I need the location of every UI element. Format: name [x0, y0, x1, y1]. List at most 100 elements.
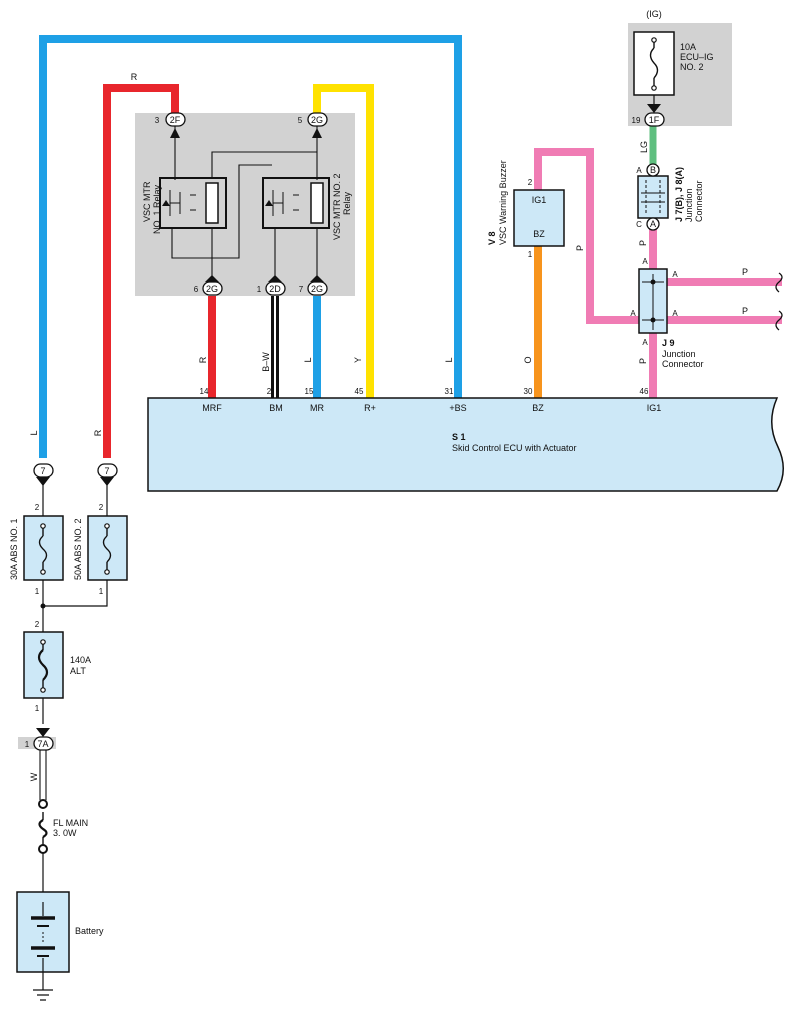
fl-main-label: FL MAIN	[53, 818, 88, 828]
buzzer-body	[513, 189, 565, 247]
pin-45: 45	[355, 387, 364, 396]
battery-label: Battery	[75, 926, 104, 936]
ecu-terminal-mr: MR	[310, 403, 324, 413]
ecu-ig-fuse-amps: 10A	[680, 42, 696, 52]
wire-pink-buzzer	[534, 148, 653, 324]
pin-15: 15	[305, 387, 314, 396]
connector-7a	[33, 736, 54, 751]
abs1-fuse-label: 30A ABS NO. 1	[9, 518, 19, 580]
pin-14: 14	[200, 387, 209, 396]
ecu-terminal-bm: BM	[269, 403, 283, 413]
pin-j9-a-bot: A	[642, 338, 648, 347]
relay-2-label-2: Relay	[342, 191, 352, 215]
pin-junction-c: C	[636, 220, 642, 229]
wire-label-lg: LG	[639, 141, 649, 153]
wire-blue-l-bs	[39, 35, 462, 458]
ecu-terminal-ig1: IG1	[647, 403, 662, 413]
wire-yellow-y	[313, 84, 374, 398]
pin-5: 5	[298, 116, 303, 125]
relay-2-body	[262, 177, 330, 229]
wire-label-left-r: R	[93, 429, 103, 436]
junction-78-line1: Junction	[684, 188, 694, 222]
pin-6: 6	[194, 285, 199, 294]
wire-label-bm-bw: B–W	[261, 352, 271, 372]
junction-78-line2: Connector	[694, 180, 704, 222]
buzzer-name: VSC Warning Buzzer	[498, 160, 508, 245]
wire-red-r	[103, 84, 179, 458]
relay-2-diode	[265, 200, 273, 206]
connector-1f	[644, 112, 665, 127]
ecu-body	[147, 397, 784, 492]
wire-label-j9-p: P	[638, 358, 648, 364]
pin-30: 30	[524, 387, 533, 396]
wire-label-mr-l: L	[303, 357, 313, 362]
pin-buzzer-2: 2	[528, 178, 533, 187]
ecu-ig-fuse-number: NO. 2	[680, 62, 704, 72]
connector-1f-label: 1F	[649, 115, 660, 125]
pin-alt-top: 2	[35, 620, 40, 629]
pin-j9-a-right2: A	[672, 309, 678, 318]
ecu-code: S 1	[452, 432, 466, 442]
junction-9-line2: Connector	[662, 359, 704, 369]
wire-label-branch-p2: P	[742, 306, 748, 316]
wire-label-j7-p: P	[638, 240, 648, 246]
connector-2f	[165, 112, 186, 127]
relay-1-body	[159, 177, 227, 229]
alt-fuse-amps: 140A	[70, 655, 91, 665]
pin-31: 31	[445, 387, 454, 396]
wire-break-2	[775, 310, 783, 331]
connector-7a-label: 7A	[37, 739, 48, 749]
relay-2-coil	[310, 182, 324, 224]
junction-pin-a	[646, 217, 660, 231]
abs2-fuse-label: 50A ABS NO. 2	[73, 518, 83, 580]
buzzer-terminal-ig1: IG1	[532, 195, 547, 205]
buzzer-terminal-bz: BZ	[533, 229, 545, 239]
relay-1-label-2: NO. 1 Relay	[152, 184, 162, 234]
ecu-terminal-mrf: MRF	[202, 403, 222, 413]
wire-label-branch-p1: P	[742, 267, 748, 277]
pin-abs1-bot: 1	[35, 587, 40, 596]
ecu-terminal-bs: +BS	[449, 403, 466, 413]
wire-white-w	[39, 749, 47, 800]
pin-abs1-top: 2	[35, 503, 40, 512]
junction-78-body	[637, 175, 669, 219]
ecu-name: Skid Control ECU with Actuator	[452, 443, 577, 453]
junction-pin-b-label: B	[650, 165, 656, 175]
connector-2d-label: 2D	[269, 284, 281, 294]
wire-label-mrf-r: R	[198, 356, 208, 363]
ig-label: (IG)	[646, 9, 662, 19]
wire-label-bz-o: O	[523, 356, 533, 363]
ecu-ig-fuse-name: ECU–IG	[680, 52, 714, 62]
junction-9-line1: Junction	[662, 349, 696, 359]
junction-pin-a-label: A	[650, 219, 656, 229]
wire-label-bs-l: L	[444, 357, 454, 362]
relay-1-diode	[162, 200, 170, 206]
wire-label-left-l: L	[29, 430, 39, 435]
pin-7: 7	[299, 285, 304, 294]
wire-break-1	[775, 272, 783, 293]
pin-46: 46	[640, 387, 649, 396]
pin-abs2-bot: 1	[99, 587, 104, 596]
relay-2-label-1: VSC MTR NO. 2	[332, 173, 342, 240]
junction-pin-b	[646, 163, 660, 177]
relay-1-coil	[205, 182, 219, 224]
connector-7-left-label: 7	[40, 466, 45, 476]
wire-label-top-r: R	[131, 72, 138, 82]
pin-j9-a-left: A	[630, 309, 636, 318]
pin-j9-a-top: A	[642, 257, 648, 266]
wire-label-buzzer-p: P	[575, 245, 585, 251]
junction-78-code: J 7(B), J 8(A)	[674, 167, 684, 222]
pin-abs2-top: 2	[99, 503, 104, 512]
connector-2g-top	[307, 112, 328, 127]
wire-label-rplus-y: Y	[353, 357, 363, 363]
pin-buzzer-1: 1	[528, 250, 533, 259]
ecu-terminal-rplus: R+	[364, 403, 376, 413]
pin-j9-a-right1: A	[672, 270, 678, 279]
connector-7-right-label: 7	[104, 466, 109, 476]
pin-7a: 1	[25, 740, 30, 749]
buzzer-code: V 8	[487, 231, 497, 245]
alt-fuse-name: ALT	[70, 666, 86, 676]
wire-label-alt-w: W	[29, 772, 39, 781]
connector-2g-top-label: 2G	[311, 115, 323, 125]
